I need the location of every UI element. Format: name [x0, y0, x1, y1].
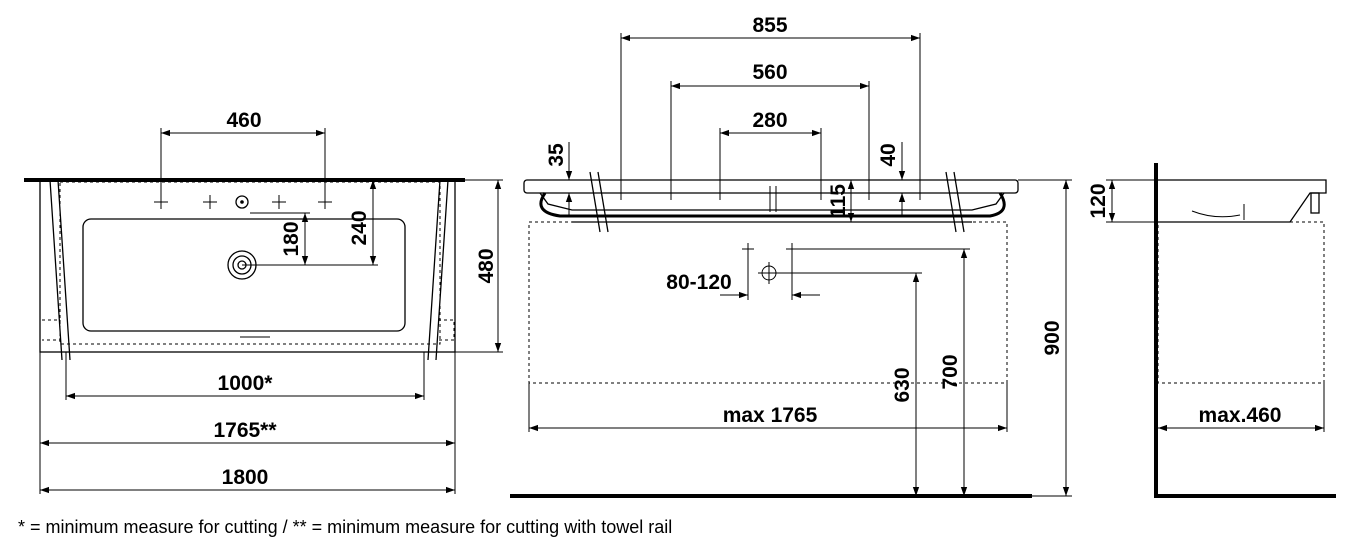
- dim-total-width: 1800: [222, 466, 269, 489]
- dim-basin-height: 120: [1087, 183, 1110, 218]
- dim-total-height: 900: [1041, 320, 1064, 355]
- dim-mid-taps: 560: [752, 61, 787, 84]
- footnote: * = minimum measure for cutting / ** = m…: [18, 517, 673, 537]
- dim-supply-height: 700: [939, 354, 962, 389]
- dim-inner-taps: 280: [752, 109, 787, 132]
- dim-tap-spacing: 460: [226, 109, 261, 132]
- dim-outer-taps: 855: [752, 14, 787, 37]
- supply-waste-marks: [742, 243, 798, 284]
- top-view: 460 480 240 180 1000* 1765** 1800: [24, 109, 503, 494]
- dim-rail-height: 115: [827, 184, 850, 218]
- dim-rim-right: 40: [877, 143, 900, 166]
- dim-min-cut: 1000*: [218, 372, 274, 395]
- side-view: 855 560 280 35 40 115 80-120 max 1765 63…: [510, 14, 1072, 498]
- dim-rim-left: 35: [545, 143, 568, 167]
- dim-depth: 480: [475, 248, 498, 283]
- end-view: 120 max.460: [1087, 163, 1336, 498]
- dim-drain: 180: [280, 221, 303, 256]
- dim-max-depth: max.460: [1199, 404, 1282, 427]
- dim-max-width: max 1765: [723, 404, 818, 427]
- dim-waste-height: 630: [891, 367, 914, 402]
- dim-waste-range: 80-120: [666, 271, 731, 294]
- tap-hole-marks: [154, 195, 332, 209]
- dim-min-cut-rail: 1765**: [213, 419, 277, 442]
- dim-tap-to-drain: 240: [348, 210, 371, 245]
